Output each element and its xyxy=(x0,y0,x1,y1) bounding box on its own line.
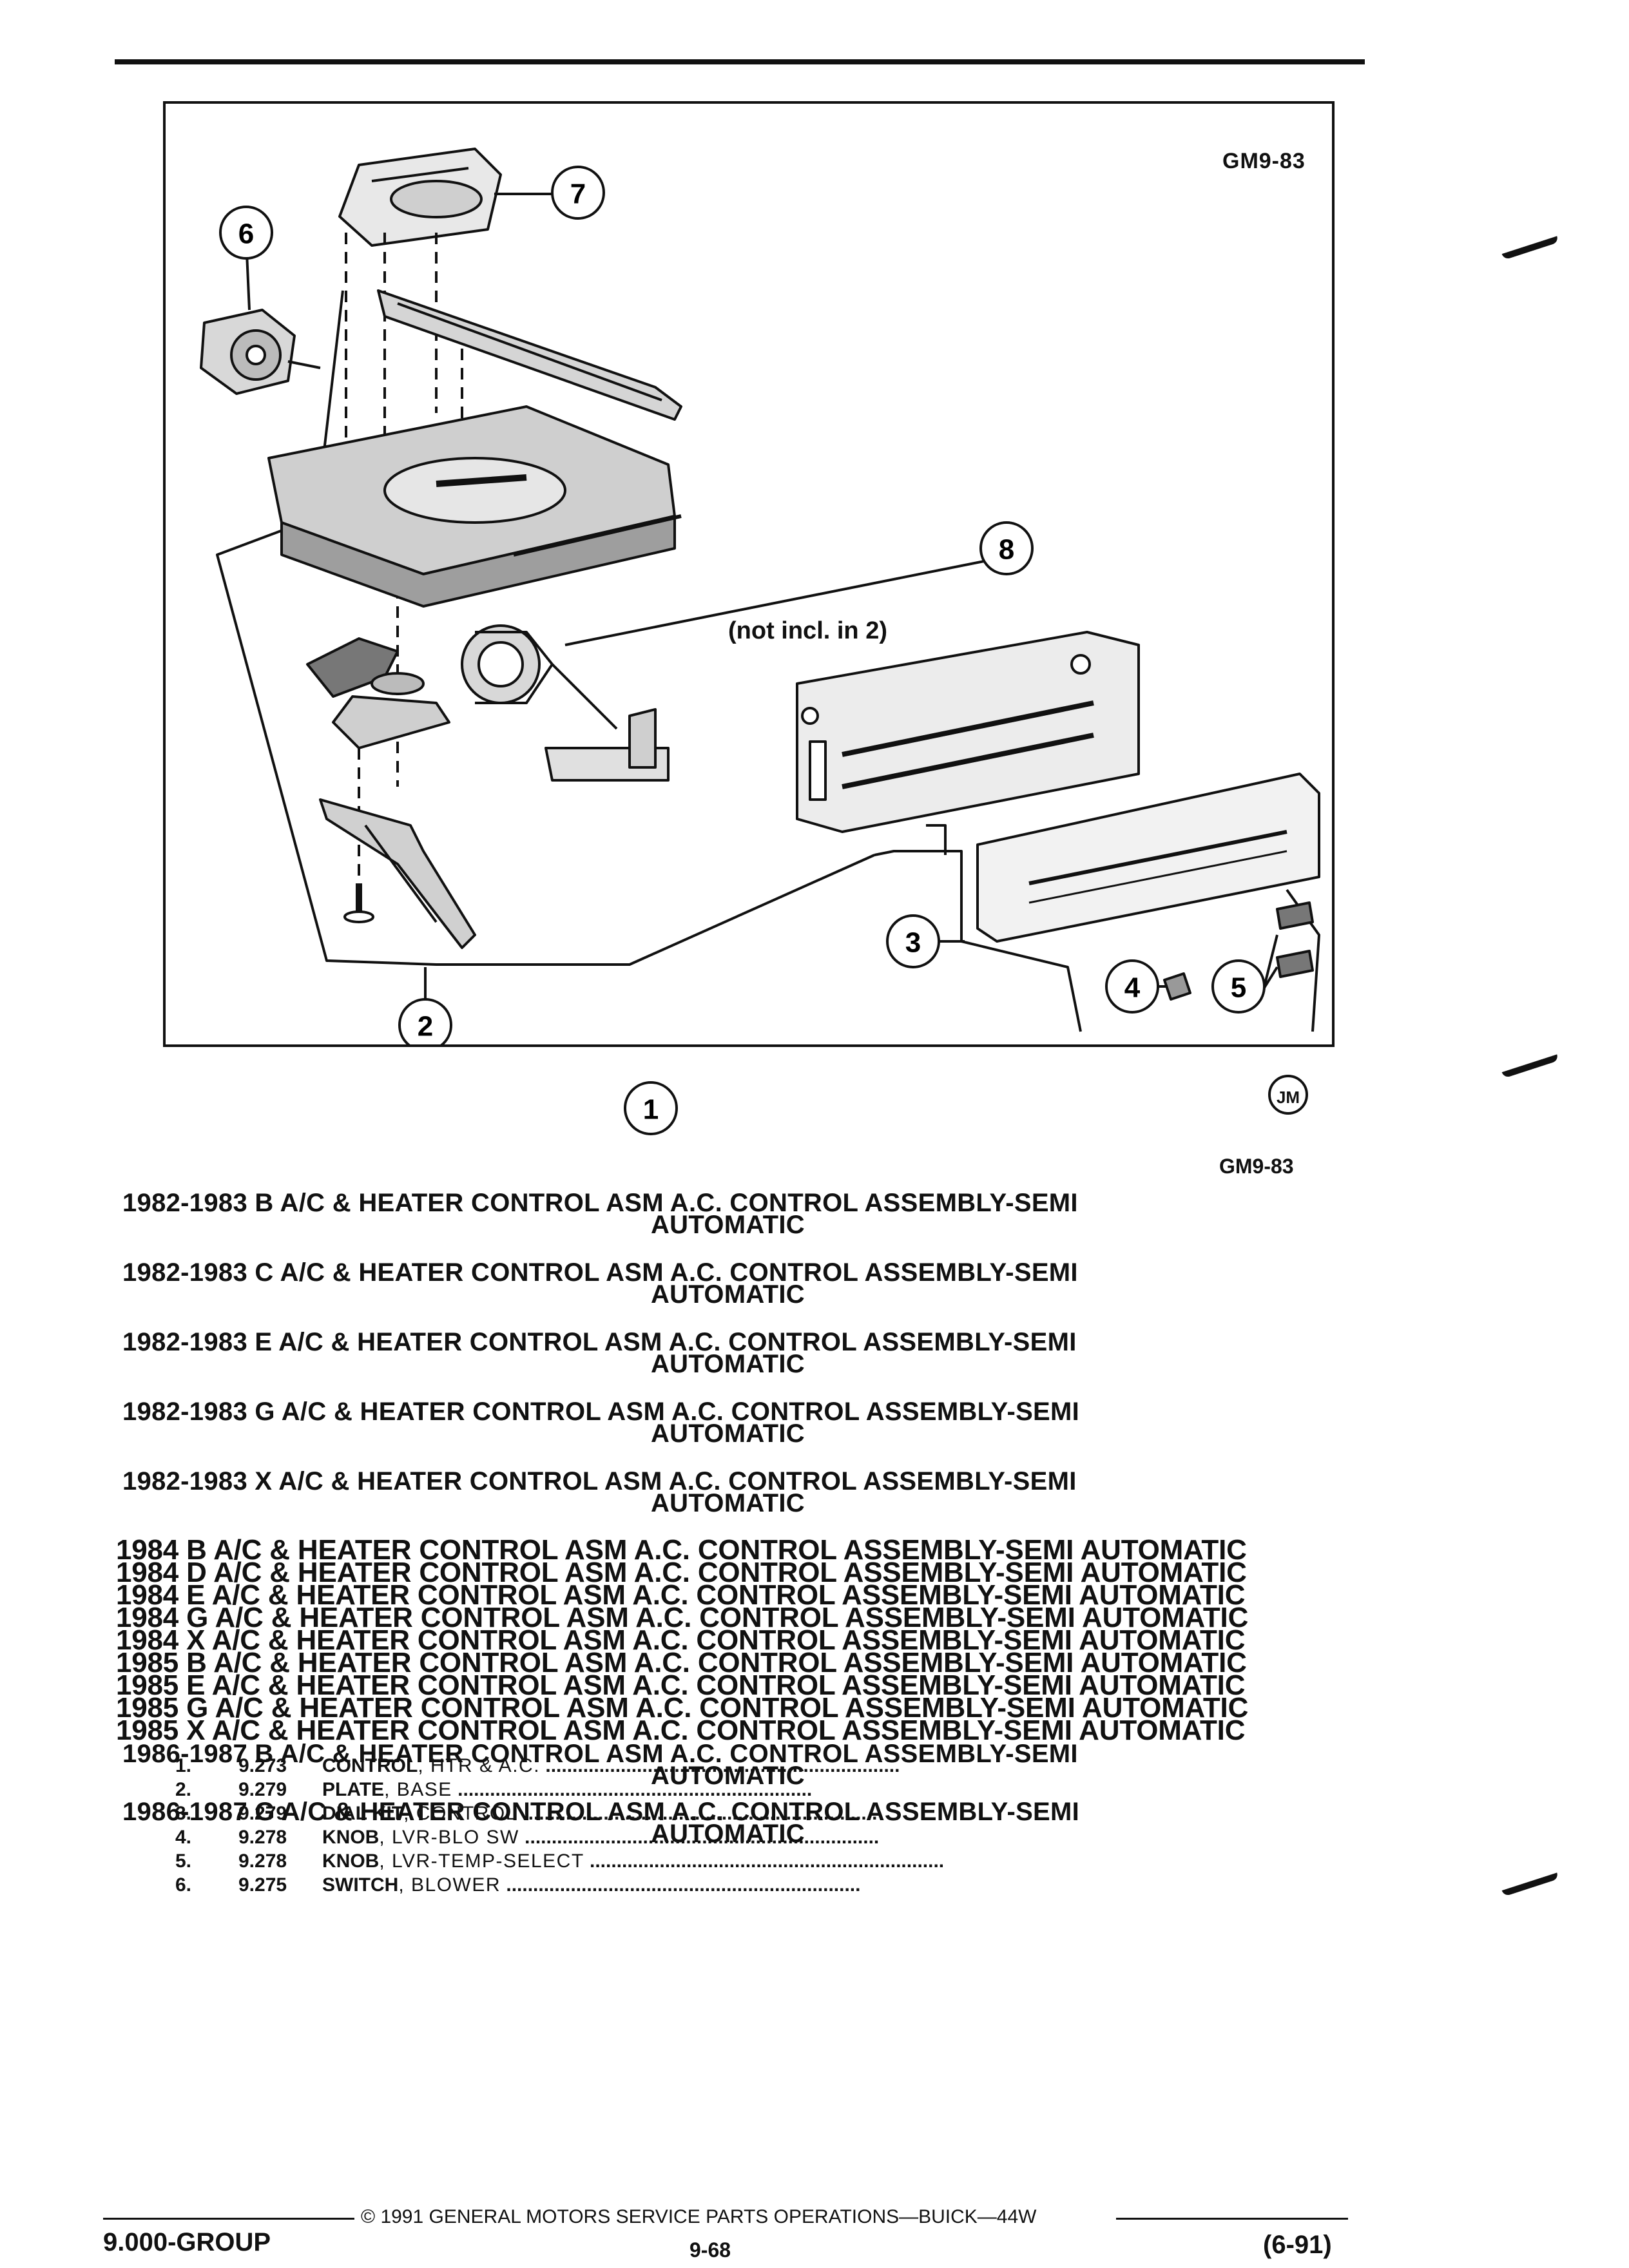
application-entry: 1982-1983 X A/C & HEATER CONTROL ASM A.C… xyxy=(122,1467,1077,1517)
application-entry: 1982-1983 E A/C & HEATER CONTROL ASM A.C… xyxy=(122,1328,1077,1378)
figure-code-bottom: GM9-83 xyxy=(1219,1155,1294,1178)
callout-8 xyxy=(979,521,1034,575)
callout-1-label: 1 xyxy=(643,1094,659,1126)
binding-mark xyxy=(1501,236,1559,260)
application-entry: 1984 E A/C & HEATER CONTROL ASM A.C. CON… xyxy=(116,1579,1246,1611)
callout-7-label: 7 xyxy=(570,178,586,210)
figure-code-top: GM9-83 xyxy=(1222,149,1306,173)
callout-2-label: 2 xyxy=(418,1011,433,1043)
footer-rule-right xyxy=(1116,2218,1348,2220)
callout-5-label: 5 xyxy=(1231,972,1246,1004)
footer-copyright: © 1991 GENERAL MOTORS SERVICE PARTS OPER… xyxy=(361,2206,1037,2227)
callout-6-label: 6 xyxy=(238,218,254,250)
callout-1: 1 xyxy=(624,1081,678,1135)
footer-group: 9.000-GROUP xyxy=(103,2228,271,2256)
binding-mark xyxy=(1501,1054,1559,1079)
callout-7 xyxy=(551,166,605,220)
application-entry: 1985 E A/C & HEATER CONTROL ASM A.C. CON… xyxy=(116,1669,1246,1701)
callout-3-label: 3 xyxy=(905,927,921,959)
part-5-shape-upper xyxy=(1276,901,1314,930)
footer-page-number: 9-68 xyxy=(689,2238,731,2262)
callout-6 xyxy=(219,206,273,260)
application-entry: 1985 X A/C & HEATER CONTROL ASM A.C. CON… xyxy=(116,1715,1246,1746)
callout-4-label: 4 xyxy=(1124,972,1141,1004)
applications-list: 1982-1983 B A/C & HEATER CONTROL ASM A.C… xyxy=(116,1189,1353,1869)
part-5-shape-lower xyxy=(1276,950,1314,978)
exploded-view-figure: 7 6 8 3 4 5 2 GM9-83 (not incl. in 2) xyxy=(163,101,1335,1047)
application-entry: 1984 D A/C & HEATER CONTROL ASM A.C. CON… xyxy=(116,1557,1247,1588)
callout-4 xyxy=(1105,959,1159,1014)
callout-2 xyxy=(398,998,452,1044)
application-entry: 1982-1983 B A/C & HEATER CONTROL ASM A.C… xyxy=(122,1189,1078,1239)
application-entry: 1984 G A/C & HEATER CONTROL ASM A.C. CON… xyxy=(116,1602,1249,1633)
footer-date: (6-91) xyxy=(1263,2231,1332,2259)
application-entry: 1984 B A/C & HEATER CONTROL ASM A.C. CON… xyxy=(116,1534,1247,1566)
header-rule xyxy=(115,59,1365,64)
exploded-view-drawing: 7 6 8 3 4 5 2 xyxy=(200,148,1320,1044)
application-entry: 1985 B A/C & HEATER CONTROL ASM A.C. CON… xyxy=(116,1647,1247,1678)
artist-mark: JM xyxy=(1268,1075,1308,1115)
part-4-shape xyxy=(1163,972,1191,1001)
application-entry: 1982-1983 G A/C & HEATER CONTROL ASM A.C… xyxy=(122,1398,1080,1448)
figure-note: (not incl. in 2) xyxy=(728,617,887,644)
callout-3 xyxy=(886,914,940,968)
callout-5 xyxy=(1211,959,1266,1014)
application-entry: 1986-1987 G A/C & HEATER CONTROL ASM A.C… xyxy=(122,1798,1080,1848)
application-entry: 1982-1983 C A/C & HEATER CONTROL ASM A.C… xyxy=(122,1258,1078,1309)
footer-rule-left xyxy=(103,2218,354,2220)
callout-8-label: 8 xyxy=(999,534,1014,566)
binding-mark xyxy=(1501,1872,1559,1897)
application-entry: 1986-1987 B A/C & HEATER CONTROL ASM A.C… xyxy=(122,1740,1078,1790)
application-entry: 1985 G A/C & HEATER CONTROL ASM A.C. CON… xyxy=(116,1692,1249,1724)
application-entry: 1984 X A/C & HEATER CONTROL ASM A.C. CON… xyxy=(116,1624,1246,1656)
